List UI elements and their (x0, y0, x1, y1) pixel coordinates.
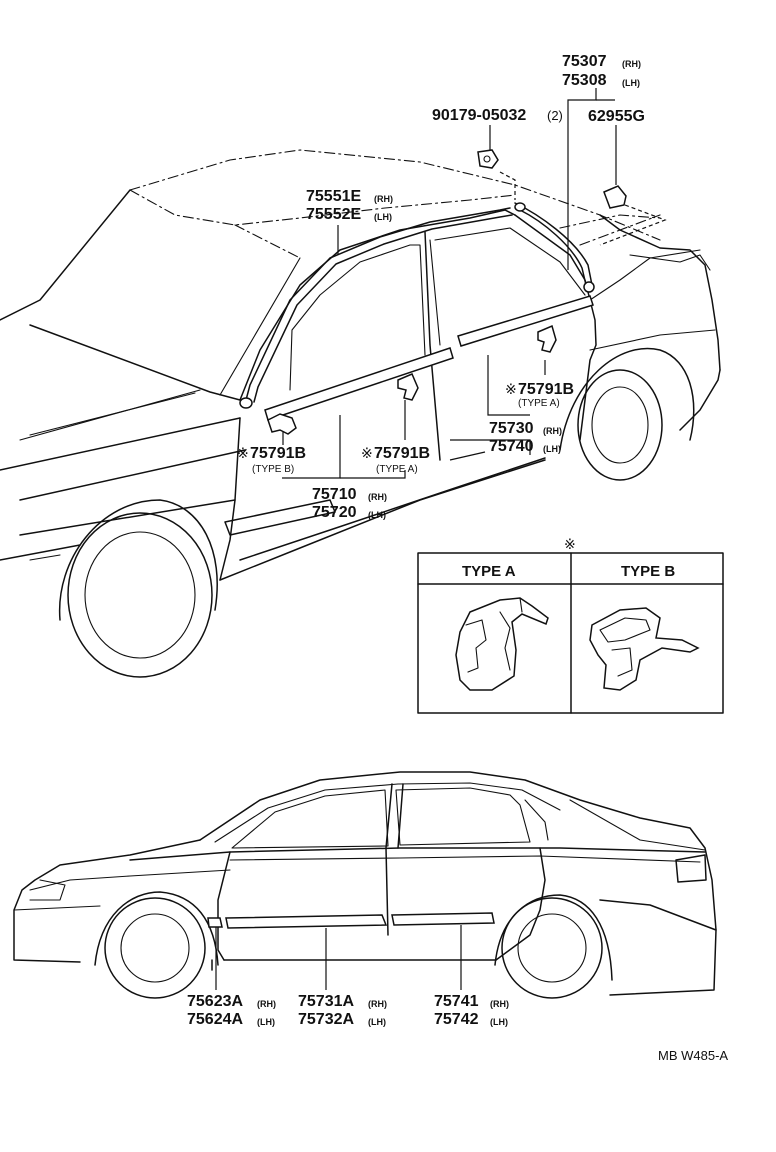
type-inset-box: ※ TYPE A TYPE B (417, 537, 724, 714)
part-number: 75740 (489, 438, 534, 455)
label-clip-rear: ※ 75791B (TYPE A) (505, 381, 574, 409)
type-a-header: TYPE A (462, 563, 516, 580)
part-number: 62955G (588, 108, 645, 125)
quantity: (2) (547, 108, 563, 123)
side-suffix: (LH) (368, 510, 386, 520)
label-75710-75720: 75710 (RH) 75720 (LH) (312, 486, 387, 521)
part-number: 75710 (312, 486, 357, 503)
side-suffix: (RH) (622, 59, 641, 69)
type-b-header: TYPE B (621, 563, 675, 580)
side-suffix: (LH) (368, 1017, 386, 1027)
belt-molding-front (264, 347, 454, 421)
side-suffix: (RH) (368, 492, 387, 502)
type-note: (TYPE B) (252, 464, 294, 475)
part-number: 75307 (562, 53, 607, 70)
side-suffix: (LH) (374, 212, 392, 222)
part-number: 75742 (434, 1011, 479, 1028)
label-75741-75742: 75741 (RH) 75742 (LH) (434, 993, 509, 1028)
clip-type-a-illustration (455, 597, 549, 691)
label-clip-front: ※ 75791B (TYPE B) (237, 445, 306, 475)
part-number: 75731A (298, 993, 354, 1010)
side-suffix: (LH) (543, 444, 561, 454)
side-suffix: (RH) (257, 999, 276, 1009)
asterisk-mark: ※ (237, 446, 249, 462)
side-suffix: (RH) (368, 999, 387, 1009)
inset-mark: ※ (564, 537, 576, 553)
part-number: 75791B (518, 381, 574, 398)
clip-type-b-illustration (589, 607, 700, 691)
clip-75791b-mid (397, 373, 419, 401)
roof-drip-molding (239, 202, 595, 409)
clip-62955g (603, 185, 627, 209)
label-75623a-75624a: 75623A (RH) 75624A (LH) (187, 993, 276, 1028)
label-75730-75740: 75730 (RH) 75740 (LH) (489, 420, 562, 455)
upper-car-body (0, 149, 721, 678)
clip-75791b-front (267, 413, 297, 435)
side-suffix: (RH) (543, 426, 562, 436)
part-number: 75623A (187, 993, 243, 1010)
part-number: 75624A (187, 1011, 243, 1028)
screw-90179-05032 (477, 149, 499, 169)
clip-75791b-rear (537, 324, 557, 353)
part-number: 75730 (489, 420, 534, 437)
leader-lines-lower (215, 925, 462, 990)
part-number: 75791B (374, 445, 430, 462)
type-note: (TYPE A) (518, 398, 560, 409)
front-door-molding (225, 914, 388, 929)
side-suffix: (LH) (490, 1017, 508, 1027)
label-90179-05032: 90179-05032 (2) (432, 107, 563, 124)
figure-code: MB W485-A (658, 1048, 728, 1063)
fender-molding (207, 917, 223, 928)
side-suffix: (LH) (257, 1017, 275, 1027)
label-75307-75308: 75307 (RH) 75308 (LH) (562, 53, 641, 89)
part-number: 75732A (298, 1011, 354, 1028)
lower-car-body (13, 771, 717, 999)
part-number: 75741 (434, 993, 479, 1010)
part-number: 90179-05032 (432, 107, 526, 124)
rear-door-molding (391, 912, 495, 926)
label-75551e-75552e: 75551E (RH) 75552E (LH) (306, 188, 393, 223)
label-62955g: 62955G (588, 108, 645, 125)
asterisk-mark: ※ (505, 382, 517, 398)
type-note: (TYPE A) (376, 464, 418, 475)
asterisk-mark: ※ (361, 446, 373, 462)
leader-lines-upper (282, 88, 667, 479)
label-75731a-75732a: 75731A (RH) 75732A (LH) (298, 993, 387, 1028)
part-number: 75308 (562, 72, 607, 89)
side-suffix: (RH) (490, 999, 509, 1009)
part-number: 75791B (250, 445, 306, 462)
label-clip-mid: ※ 75791B (TYPE A) (361, 445, 430, 475)
belt-molding-rear (457, 295, 594, 347)
part-number: 75551E (306, 188, 361, 205)
side-suffix: (RH) (374, 194, 393, 204)
part-number: 75720 (312, 504, 357, 521)
side-suffix: (LH) (622, 78, 640, 88)
part-number: 75552E (306, 206, 361, 223)
